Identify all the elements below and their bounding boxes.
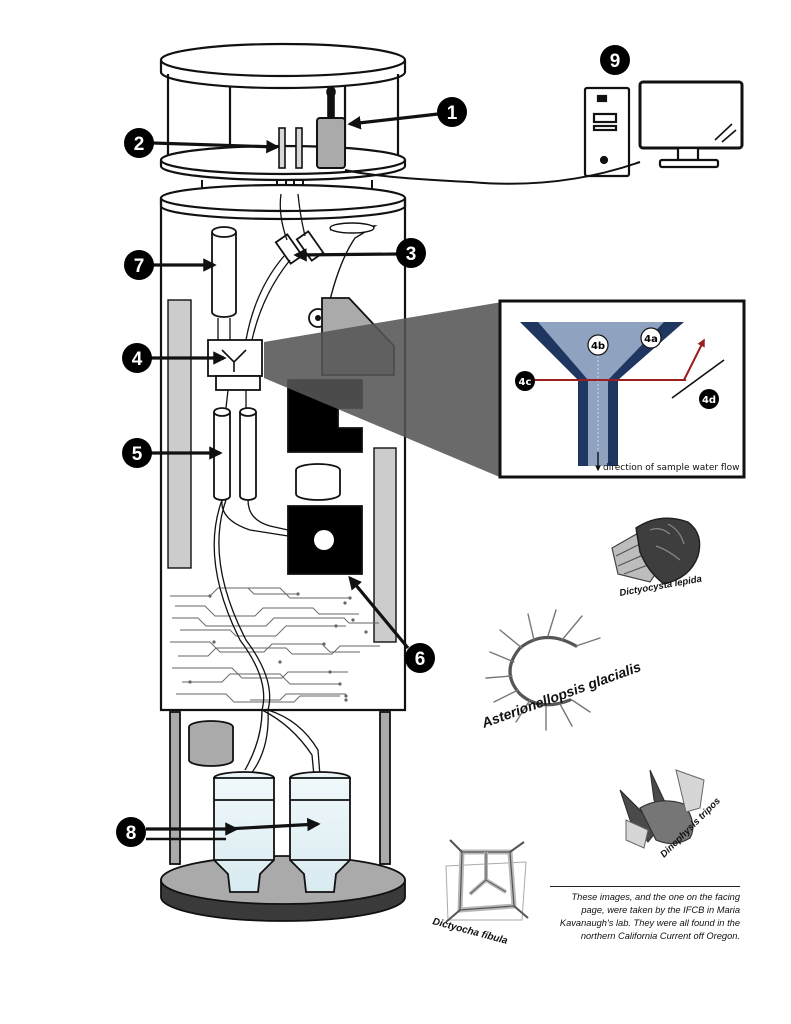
zoom-cone xyxy=(264,302,502,478)
svg-text:4d: 4d xyxy=(702,395,716,406)
arrow-2 xyxy=(152,139,280,154)
svg-text:Asterionellopsis glacialis: Asterionellopsis glacialis xyxy=(479,658,644,731)
callout-arrows xyxy=(146,112,439,841)
lower-stand xyxy=(160,711,406,922)
side-panel-left xyxy=(167,299,192,569)
inset-label-4b: 4b xyxy=(587,334,609,356)
circuit-board-dots xyxy=(188,592,368,702)
svg-text:4: 4 xyxy=(132,349,143,370)
callout-badge-7: 7 xyxy=(124,250,154,280)
flow-direction-caption: direction of sample water flow xyxy=(603,463,739,473)
callout-badge-4: 4 xyxy=(122,343,152,373)
detector-line xyxy=(671,359,725,399)
svg-text:8: 8 xyxy=(126,823,137,844)
callout-badge-5: 5 xyxy=(122,438,152,468)
svg-text:6: 6 xyxy=(415,649,426,670)
plankton-dictyocha-fibula: Dictyocha fibula xyxy=(431,839,529,947)
svg-text:4b: 4b xyxy=(591,341,605,352)
callout-badge-6: 6 xyxy=(405,643,435,673)
photo-caption: These images, and the one on the facing … xyxy=(550,886,740,943)
svg-text:3: 3 xyxy=(406,244,417,265)
plankton-dinophysis-tripos: Dinophysis tripos xyxy=(619,769,723,860)
arrow-8b xyxy=(225,817,321,832)
flow-cell-inset: 4a 4b 4c 4d direction of sample water fl… xyxy=(498,299,746,479)
data-cable xyxy=(344,161,641,185)
plankton-asterionellopsis-glacialis: Asterionellopsis glacialis xyxy=(479,609,644,731)
svg-text:5: 5 xyxy=(132,444,143,465)
callout-badge-8: 8 xyxy=(116,817,146,847)
svg-text:Dictyocha fibula: Dictyocha fibula xyxy=(431,916,509,947)
side-panel-right xyxy=(373,447,397,643)
inset-label-4a: 4a xyxy=(640,327,662,349)
callout-badge-2: 2 xyxy=(124,128,154,158)
arrow-1 xyxy=(347,112,439,130)
svg-text:4a: 4a xyxy=(644,334,658,345)
laser-scatter-arrow xyxy=(683,338,705,381)
svg-text:1: 1 xyxy=(447,103,458,124)
svg-text:7: 7 xyxy=(134,256,145,277)
circuit-board-traces xyxy=(170,587,380,703)
callout-badges: 1 2 3 4 5 6 7 8 9 xyxy=(116,45,630,847)
arrow-6 xyxy=(348,575,410,650)
inset-label-4d: 4d xyxy=(699,389,719,409)
svg-text:4c: 4c xyxy=(519,377,532,388)
flow-channel-inner xyxy=(538,322,664,466)
callout-badge-9: 9 xyxy=(600,45,630,75)
svg-text:9: 9 xyxy=(610,51,621,72)
arrow-3 xyxy=(293,248,399,262)
plankton-dictyocysta-lepida: Dictyocysta lepida xyxy=(611,517,703,599)
svg-text:2: 2 xyxy=(134,134,145,155)
callout-badge-3: 3 xyxy=(396,238,426,268)
sample-tubing xyxy=(213,193,321,777)
callout-badge-1: 1 xyxy=(437,97,467,127)
inset-label-4c: 4c xyxy=(515,371,535,391)
computer-icon xyxy=(583,80,744,178)
